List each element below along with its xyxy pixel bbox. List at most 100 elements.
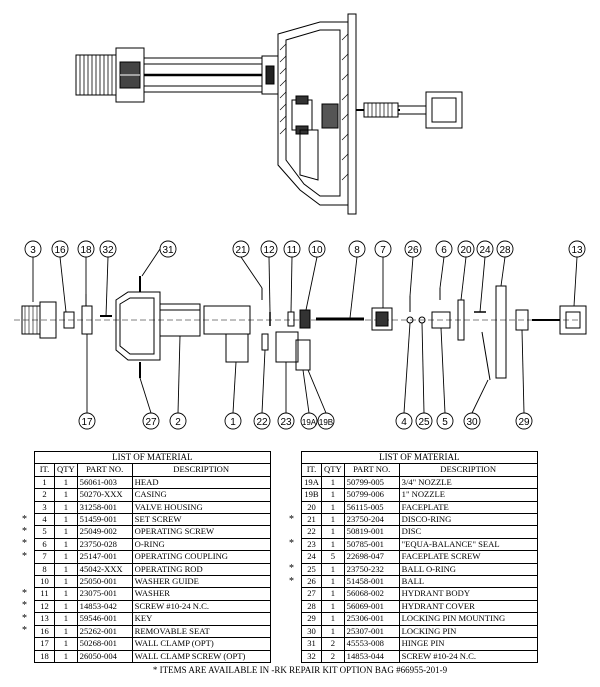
svg-text:5: 5	[442, 417, 448, 428]
cell-part-no: 31258-001	[76, 500, 133, 515]
callout-27: 27	[139, 377, 160, 430]
svg-text:29: 29	[518, 417, 530, 428]
cell-description: WALL CLAMP SCREW (OPT)	[131, 649, 271, 663]
svg-text:7: 7	[380, 245, 386, 256]
kit-marker: *	[22, 513, 27, 525]
cell-description: OPERATING SCREW	[131, 525, 271, 539]
table-header-row: IT. QTY PART NO. DESCRIPTION	[301, 463, 538, 477]
callout-22: 22	[253, 349, 271, 430]
callout-5: 5	[436, 327, 454, 430]
cell-qty: 1	[321, 624, 345, 639]
repair-kit-footnote: * ITEMS ARE AVAILABLE IN -RK REPAIR KIT …	[152, 665, 448, 675]
cell-description: 1" NOZZLE	[398, 488, 538, 502]
cell-part-no: 50268-001	[76, 637, 133, 651]
col-header-description: DESCRIPTION	[131, 463, 271, 477]
callout-20: 20	[457, 240, 475, 301]
cell-part-no: 25049-002	[76, 525, 133, 539]
table-header-row: IT. QTY PART NO. DESCRIPTION	[34, 463, 271, 477]
svg-text:19B: 19B	[319, 418, 333, 427]
cell-item: 19A	[301, 475, 322, 490]
cell-qty: 2	[321, 637, 345, 651]
exploded-parts-diagram: 3 16 18 32 31 21 12 11 10 8 7 26 6 20 24…	[14, 13, 587, 430]
callout-29: 29	[515, 329, 533, 430]
cell-description: FACEPLATE	[398, 500, 538, 515]
kit-marker: *	[22, 600, 27, 612]
kit-marker: *	[289, 538, 294, 550]
svg-text:27: 27	[145, 417, 157, 428]
cell-part-no: 56068-002	[343, 587, 400, 601]
cell-description: WASHER	[131, 587, 271, 601]
kit-marker: *	[22, 550, 27, 562]
cell-item: 20	[301, 500, 322, 515]
cell-qty: 1	[54, 562, 78, 577]
cell-item: 30	[301, 624, 322, 639]
cell-part-no: 23075-001	[76, 587, 133, 601]
cell-part-no: 56115-005	[343, 500, 400, 515]
svg-text:2: 2	[175, 417, 181, 428]
cell-part-no: 56061-003	[76, 475, 133, 490]
cell-part-no: 50799-005	[343, 475, 400, 490]
cell-qty: 1	[54, 599, 78, 614]
svg-text:16: 16	[54, 245, 66, 256]
cell-item: 29	[301, 612, 322, 626]
cell-qty: 1	[321, 612, 345, 626]
cell-item: 12	[34, 599, 55, 614]
cell-qty: 1	[54, 500, 78, 515]
cell-qty: 1	[54, 649, 78, 663]
cell-item: 28	[301, 599, 322, 614]
kit-marker: *	[289, 563, 294, 575]
cell-item: 17	[34, 637, 55, 651]
callout-18: 18	[77, 240, 95, 294]
cell-item: 16	[34, 624, 55, 639]
kit-marker: *	[22, 587, 27, 599]
cell-qty: 1	[54, 525, 78, 539]
table-title: LIST OF MATERIAL	[34, 450, 271, 465]
assembly-cross-section	[75, 13, 463, 215]
cell-item: 24	[301, 550, 322, 564]
cell-item: 22	[301, 525, 322, 539]
cell-item: 32	[301, 649, 322, 663]
cell-part-no: 50785-001	[343, 537, 400, 552]
cell-description: SCREW #10-24 N.C.	[131, 599, 271, 614]
cell-description: DISCO-RING	[398, 513, 538, 527]
svg-text:17: 17	[81, 417, 93, 428]
cell-description: VALVE HOUSING	[131, 500, 271, 515]
cell-item: 4	[34, 513, 55, 527]
cell-description: WALL CLAMP (OPT)	[131, 637, 271, 651]
col-header-qty: QTY	[54, 463, 78, 477]
cell-description: SCREW #10-24 N.C.	[398, 649, 538, 663]
svg-text:6: 6	[441, 245, 447, 256]
callout-10: 10	[305, 240, 326, 311]
cell-item: 27	[301, 587, 322, 601]
cell-part-no: 23750-028	[76, 537, 133, 552]
cell-item: 19B	[301, 488, 322, 502]
cell-part-no: 25306-001	[343, 612, 400, 626]
cell-description: KEY	[131, 612, 271, 626]
cell-description: BALL	[398, 575, 538, 589]
cell-part-no: 59546-001	[76, 612, 133, 626]
cell-qty: 1	[54, 587, 78, 601]
cell-description: REMOVABLE SEAT	[131, 624, 271, 639]
cell-qty: 1	[321, 525, 345, 539]
svg-text:18: 18	[80, 245, 92, 256]
cell-part-no: 22698-047	[343, 550, 400, 564]
svg-text:1: 1	[230, 417, 236, 428]
col-header-qty: QTY	[321, 463, 345, 477]
kit-marker: *	[289, 575, 294, 587]
cell-qty: 2	[321, 649, 345, 663]
cell-part-no: 25050-001	[76, 575, 133, 589]
cell-qty: 1	[321, 587, 345, 601]
